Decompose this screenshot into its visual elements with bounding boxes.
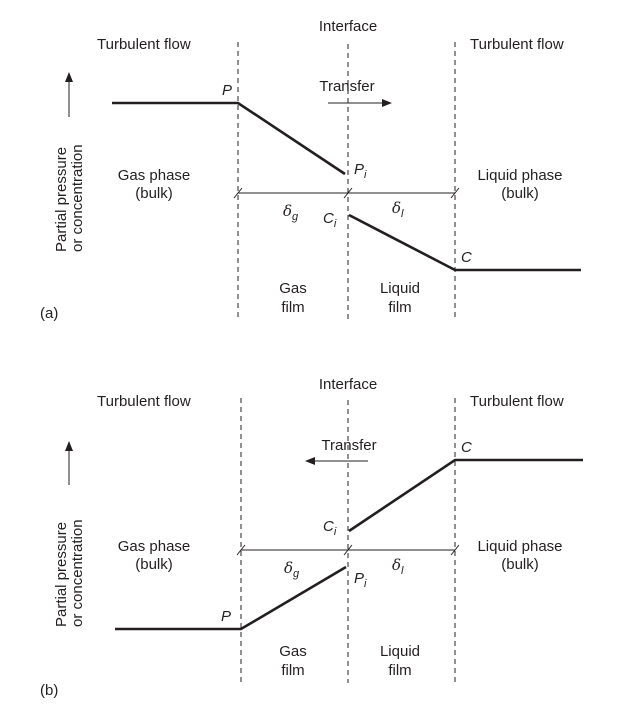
point-C-label: C [461, 439, 472, 456]
point-Pi-label: Pi [354, 570, 367, 590]
gas-film-label: Gas [279, 643, 307, 660]
point-C-label: C [461, 249, 472, 266]
liquid-phase-label: Liquid phase [477, 538, 562, 555]
turbulent-flow-right-label: Turbulent flow [470, 36, 564, 53]
liquid-concentration-profile [348, 458, 583, 533]
dimension-tick-center [343, 544, 353, 556]
panel-label: (a) [40, 305, 58, 322]
gas-phase-bulk-label: (bulk) [135, 185, 173, 202]
turbulent-flow-right-label: Turbulent flow [470, 393, 564, 410]
point-Pi-label: Pi [354, 161, 367, 181]
transfer-label: Transfer [321, 437, 376, 454]
turbulent-flow-left-label: Turbulent flow [97, 36, 191, 53]
gas-film-label-line2: film [281, 299, 304, 316]
gas-phase-label: Gas phase [118, 167, 191, 184]
liquid-phase-bulk-label: (bulk) [501, 185, 539, 202]
interface-label: Interface [319, 376, 377, 393]
delta-l-label: δl [392, 556, 404, 577]
dimension-tick-center [343, 187, 353, 199]
liquid-phase-bulk-label: (bulk) [501, 556, 539, 573]
gas-partial-pressure-profile [115, 565, 347, 631]
gas-film-label-line2: film [281, 662, 304, 679]
delta-l-label: δl [392, 199, 404, 220]
liquid-phase-label: Liquid phase [477, 167, 562, 184]
point-Ci-label: Ci [323, 210, 337, 230]
dimension-tick-right [450, 187, 460, 199]
transfer-label: Transfer [319, 78, 374, 95]
panel-a: Interface Turbulent flow Turbulent flow … [40, 18, 581, 322]
liquid-film-label-line2: film [388, 299, 411, 316]
dimension-tick-right [450, 544, 460, 556]
liquid-film-label: Liquid [380, 643, 420, 660]
delta-g-label: δg [284, 559, 300, 580]
dimension-tick-left [236, 544, 246, 556]
point-P-label: P [222, 82, 232, 99]
dimension-tick-left [233, 187, 243, 199]
panel-b: Interface Turbulent flow Turbulent flow … [40, 376, 583, 699]
gas-partial-pressure-profile [112, 101, 346, 176]
delta-g-label: δg [283, 202, 299, 223]
point-Ci-label: Ci [323, 518, 337, 538]
liquid-concentration-profile [348, 213, 581, 272]
liquid-film-label-line2: film [388, 662, 411, 679]
gas-phase-bulk-label: (bulk) [135, 556, 173, 573]
y-axis-label-line1: Partial pressure [53, 522, 70, 627]
gas-phase-label: Gas phase [118, 538, 191, 555]
y-axis-label-line1: Partial pressure [53, 147, 70, 252]
interface-label: Interface [319, 18, 377, 35]
gas-film-label: Gas [279, 280, 307, 297]
liquid-film-label: Liquid [380, 280, 420, 297]
point-P-label: P [221, 608, 231, 625]
turbulent-flow-left-label: Turbulent flow [97, 393, 191, 410]
y-axis-label-line2: or concentration [69, 144, 86, 252]
y-axis-label-line2: or concentration [69, 519, 86, 627]
panel-label: (b) [40, 682, 58, 699]
